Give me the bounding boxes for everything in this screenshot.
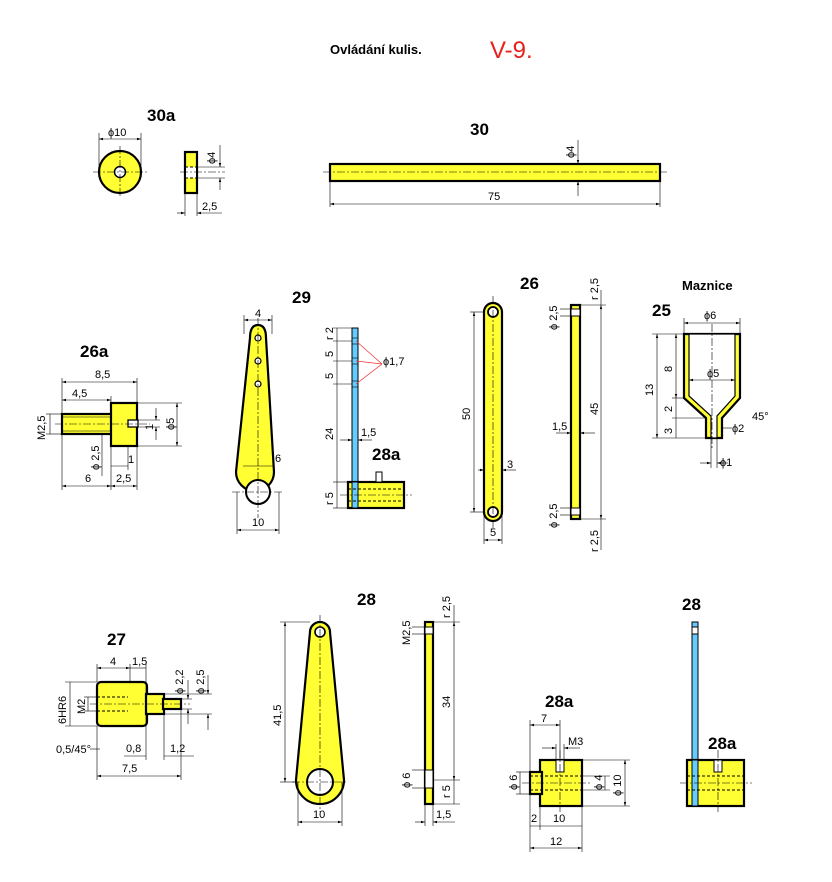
dim-29-boss: 10	[252, 517, 264, 529]
part-30a: 30a ϕ10 ϕ4 2,5	[93, 106, 225, 216]
part-label-28-mid: 28	[357, 590, 376, 609]
dim-25-3: 3	[663, 428, 675, 434]
dim-26s-thickness: 1,5	[552, 421, 567, 433]
link-side-view	[569, 303, 582, 521]
part-26: 26 50 3 5 r 2,5 ϕ 2,5 45 1,5 ϕ 2,5	[461, 274, 606, 552]
dim-26a-slot: 1	[144, 424, 156, 430]
dim-29s-thickness: 1,5	[361, 427, 376, 439]
dim-29s-holes: ϕ1,7	[383, 356, 404, 368]
dim-29s-r5: r 5	[324, 492, 336, 505]
dim-28s-thread: M2,5	[401, 621, 413, 645]
dim-28a-thread: M3	[568, 736, 583, 748]
dim-27-chamfer: 0,5/45°	[56, 744, 91, 756]
dim-28-length: 41,5	[272, 705, 284, 726]
dim-26a-neck: ϕ 2,5	[90, 445, 102, 470]
dim-28a-10: 10	[553, 813, 565, 825]
part-label-26: 26	[520, 274, 539, 293]
dim-30-dia: ϕ4	[565, 146, 577, 158]
dim-26a-1: 1	[128, 454, 134, 466]
dim-26a-85: 8,5	[95, 369, 110, 381]
part-25: Maznice 25 ϕ6 ϕ5 13 8 2 3 45° ϕ2 ϕ1	[644, 278, 769, 469]
dim-30a-hole: ϕ4	[206, 152, 218, 164]
dim-27-22: ϕ 2,2	[174, 669, 186, 694]
big-lever-side	[423, 620, 435, 806]
dim-30-length: 75	[488, 191, 500, 203]
dim-26a-thread: M2,5	[36, 416, 48, 440]
dim-28s-r5: r 5	[441, 785, 453, 798]
dim-26s-hole-bottom: ϕ 2,5	[548, 503, 560, 528]
dim-27-08: 0,8	[126, 743, 141, 755]
part-28a: 28a 7 M3 ϕ 6 ϕ 4 ϕ 10 2 10 1	[508, 692, 630, 852]
dim-27-fit: 6HR6	[57, 696, 69, 724]
dim-28-boss: 10	[313, 809, 325, 821]
part-30: 30 ϕ4 75	[323, 120, 668, 207]
dim-28s-hole: ϕ 6	[401, 773, 413, 788]
dim-26s-r25-bottom: r 2,5	[589, 530, 601, 552]
dim-26s-r25-top: r 2,5	[589, 278, 601, 300]
part-28: 28 41,5 10 M2,5 r 2,5 34 ϕ 6 r 5	[272, 590, 460, 826]
assembly-28-28a: 28 28a	[680, 595, 752, 812]
dim-26-width: 3	[507, 459, 513, 471]
dim-29s-5a: 5	[324, 351, 336, 357]
dim-26s-45: 45	[589, 403, 601, 415]
dim-27-75: 7,5	[122, 763, 137, 775]
sheet-number: V-9.	[490, 37, 533, 64]
dim-26a-45: 4,5	[72, 388, 87, 400]
dim-29s-5b: 5	[324, 373, 336, 379]
dim-25-d2: ϕ2	[732, 423, 744, 435]
dim-26-length: 50	[461, 408, 473, 420]
part-26a: 26a 8,5 4,5 M2,5 ϕ5 1 ϕ 2,5 1	[36, 342, 182, 490]
dim-26-end: 5	[490, 527, 496, 539]
dim-25-inner: ϕ5	[707, 368, 719, 380]
dim-25-2: 2	[663, 406, 675, 412]
dim-25-d1: ϕ1	[720, 457, 732, 469]
pin-shaft	[328, 162, 662, 183]
dim-27-thread: M2	[76, 699, 88, 714]
part-label-26a: 26a	[80, 342, 109, 361]
dim-28a-2: 2	[531, 813, 537, 825]
part-label-30a: 30a	[147, 106, 176, 125]
dim-30a-width: 2,5	[202, 201, 217, 213]
dim-26a-head-dia: ϕ5	[165, 418, 177, 430]
dim-29s-r2: r 2	[324, 327, 336, 340]
maznice-title: Maznice	[682, 278, 733, 293]
dim-26s-hole-top: ϕ 2,5	[548, 305, 560, 330]
dim-28a-spigot: ϕ 6	[508, 775, 520, 790]
sheet-title: Ovládání kulis.	[330, 42, 422, 57]
part-label-27: 27	[107, 630, 126, 649]
part-label-28a-bottom: 28a	[545, 692, 574, 711]
part-label-30: 30	[470, 120, 489, 139]
part-label-28a-right: 28a	[708, 734, 737, 753]
dim-25-outer: ϕ6	[704, 310, 716, 322]
dim-27-15: 1,5	[132, 656, 147, 668]
dim-27-4: 4	[110, 656, 116, 668]
lever-body	[234, 323, 276, 493]
part-label-25: 25	[652, 301, 671, 320]
part-27: 27 4 1,5 ϕ 2,2 ϕ 2,5 6HR6 M2 0,5/45°	[56, 630, 212, 780]
dim-25-height: 13	[644, 384, 656, 396]
part-29: 29 4 6 10 r 2 5 5	[232, 288, 412, 534]
part-label-28-right: 28	[682, 595, 701, 614]
dim-28a-bore: ϕ 4	[593, 775, 605, 790]
dim-28a-outer: ϕ 10	[612, 775, 624, 796]
dim-28a-7: 7	[541, 713, 547, 725]
dim-28s-r25: r 2,5	[441, 596, 453, 618]
dim-29-top-width: 4	[255, 308, 261, 320]
part-label-28a-top: 28a	[372, 445, 401, 464]
dim-28a-12: 12	[550, 836, 562, 848]
dim-29s-24: 24	[324, 428, 336, 440]
dim-28s-thickness: 1,5	[436, 809, 451, 821]
dim-25-8: 8	[663, 366, 675, 372]
dim-26a-6: 6	[85, 473, 91, 485]
dim-29-neck: 6	[275, 453, 281, 465]
dim-28s-34: 34	[441, 696, 453, 708]
dim-30a-dia: ϕ10	[108, 127, 126, 139]
part-label-29: 29	[292, 288, 311, 307]
dim-26a-25: 2,5	[116, 473, 131, 485]
dim-27-25: ϕ 2,5	[195, 669, 207, 694]
dim-27-12: 1,2	[170, 743, 185, 755]
dim-25-angle: 45°	[752, 411, 769, 423]
